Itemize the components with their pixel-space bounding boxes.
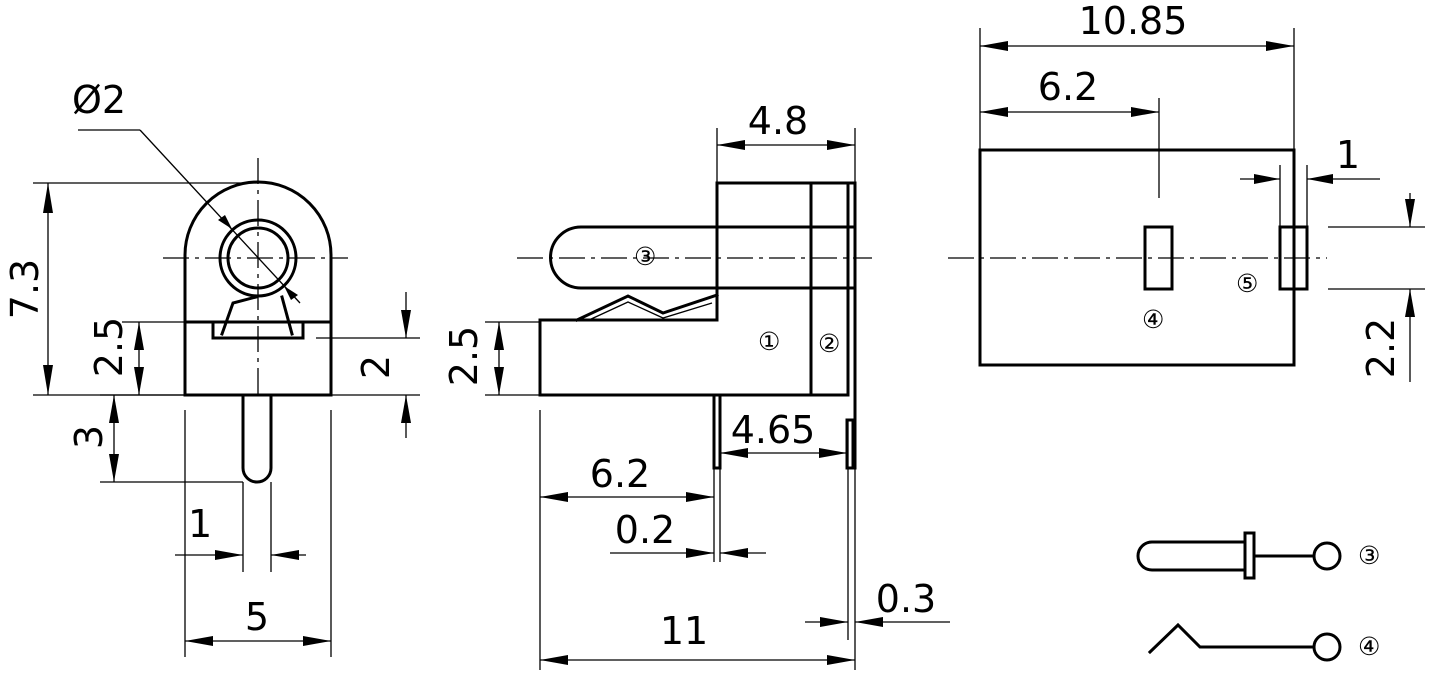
width-arrow-right <box>303 636 331 646</box>
front-view: Ø2 7.3 2.5 2 3 1 <box>3 78 420 657</box>
tlen-label: 10.85 <box>1079 0 1188 43</box>
pinpos-arrow-left <box>540 492 568 502</box>
tgap-arrow-top <box>1405 199 1415 227</box>
dia-arrow-2 <box>284 286 298 300</box>
tgap-label: 2.2 <box>1359 318 1403 378</box>
platet-arrow-left <box>820 617 848 627</box>
tw-label: 1 <box>1336 133 1360 177</box>
baseh-label: 2.5 <box>442 326 486 386</box>
top-slot-5 <box>1278 225 1309 291</box>
step-label: 2.5 <box>87 317 131 377</box>
front-contact-spring <box>220 295 294 336</box>
legend-pin-symbol <box>1136 540 1247 572</box>
platet-arrow-right <box>855 617 883 627</box>
tw-arrow-right <box>1307 174 1333 184</box>
side-spring-inner <box>588 301 713 321</box>
front-pin <box>241 393 273 484</box>
tlen-arrow-right <box>1266 41 1294 51</box>
tpos-arrow-left <box>980 107 1008 117</box>
top-slot-4 <box>1143 225 1174 291</box>
platet-label: 0.3 <box>876 577 936 621</box>
pint-arrow-left <box>686 548 714 558</box>
pin-w-arrow-right <box>271 550 299 560</box>
callout-3: ③ <box>634 242 656 271</box>
callout-5: ⑤ <box>1236 269 1258 298</box>
legend-pin-terminal <box>1312 541 1342 571</box>
side-spring <box>575 293 719 322</box>
legend-spring-terminal <box>1312 632 1342 662</box>
callout-1: ① <box>758 327 780 356</box>
tw-arrow-left <box>1254 174 1280 184</box>
height-arrow-top <box>43 183 53 213</box>
width-arrow-left <box>185 636 213 646</box>
pin-len-arrow-bot <box>109 454 119 482</box>
side-view: ① ② ③ 4.8 2.5 4.65 6.2 0.2 <box>442 99 950 670</box>
pinsp-label: 4.65 <box>731 408 816 452</box>
pin-len-arrow-top <box>109 395 119 423</box>
topw-arrow-left <box>717 140 745 150</box>
dia-leader-diag <box>139 129 301 304</box>
side-terminal-right <box>845 418 855 470</box>
width-label: 5 <box>245 595 269 639</box>
tgap-arrow-bot <box>1405 289 1415 317</box>
tlen-arrow-left <box>980 41 1008 51</box>
base-label: 2 <box>354 355 398 379</box>
len-arrow-right <box>827 655 855 665</box>
pinpos-arrow-right <box>686 492 714 502</box>
topw-arrow-right <box>827 140 855 150</box>
baseh-arrow-top <box>494 322 504 350</box>
dia-arrow-1 <box>218 215 232 229</box>
pinpos-label: 6.2 <box>590 452 650 496</box>
len-label: 11 <box>660 609 708 653</box>
dia-label: Ø2 <box>72 78 126 122</box>
step-arrow-top <box>134 322 144 350</box>
legend-item-4: ④ <box>1358 632 1380 661</box>
pin-w-arrow-left <box>215 550 243 560</box>
base-arrow-bot <box>401 395 411 423</box>
base-arrow-top <box>401 310 411 338</box>
tpos-label: 6.2 <box>1038 65 1098 109</box>
front-body-outline <box>183 180 333 397</box>
side-terminal-left <box>712 393 722 470</box>
callout-4: ④ <box>1142 305 1164 334</box>
legend-spring-symbol <box>1147 622 1316 655</box>
pinsp-arrow-right <box>819 448 847 458</box>
tpos-arrow-right <box>1131 107 1159 117</box>
callout-2: ② <box>818 329 840 358</box>
top-view: ④ ⑤ 10.85 6.2 1 2.2 <box>948 0 1425 382</box>
pin-w-label: 1 <box>188 502 212 546</box>
pinsp-arrow-left <box>720 448 748 458</box>
baseh-arrow-bot <box>494 367 504 395</box>
legend-item-3: ③ <box>1358 541 1380 570</box>
pint-arrow-right <box>720 548 748 558</box>
pin-len-label: 3 <box>67 425 111 449</box>
height-arrow-bot <box>43 365 53 395</box>
len-arrow-left <box>540 655 568 665</box>
topw-label: 4.8 <box>748 99 808 143</box>
step-arrow-bot <box>134 367 144 395</box>
pint-label: 0.2 <box>615 508 675 552</box>
legend: ③ ④ <box>1136 531 1380 662</box>
height-label: 7.3 <box>3 259 47 319</box>
